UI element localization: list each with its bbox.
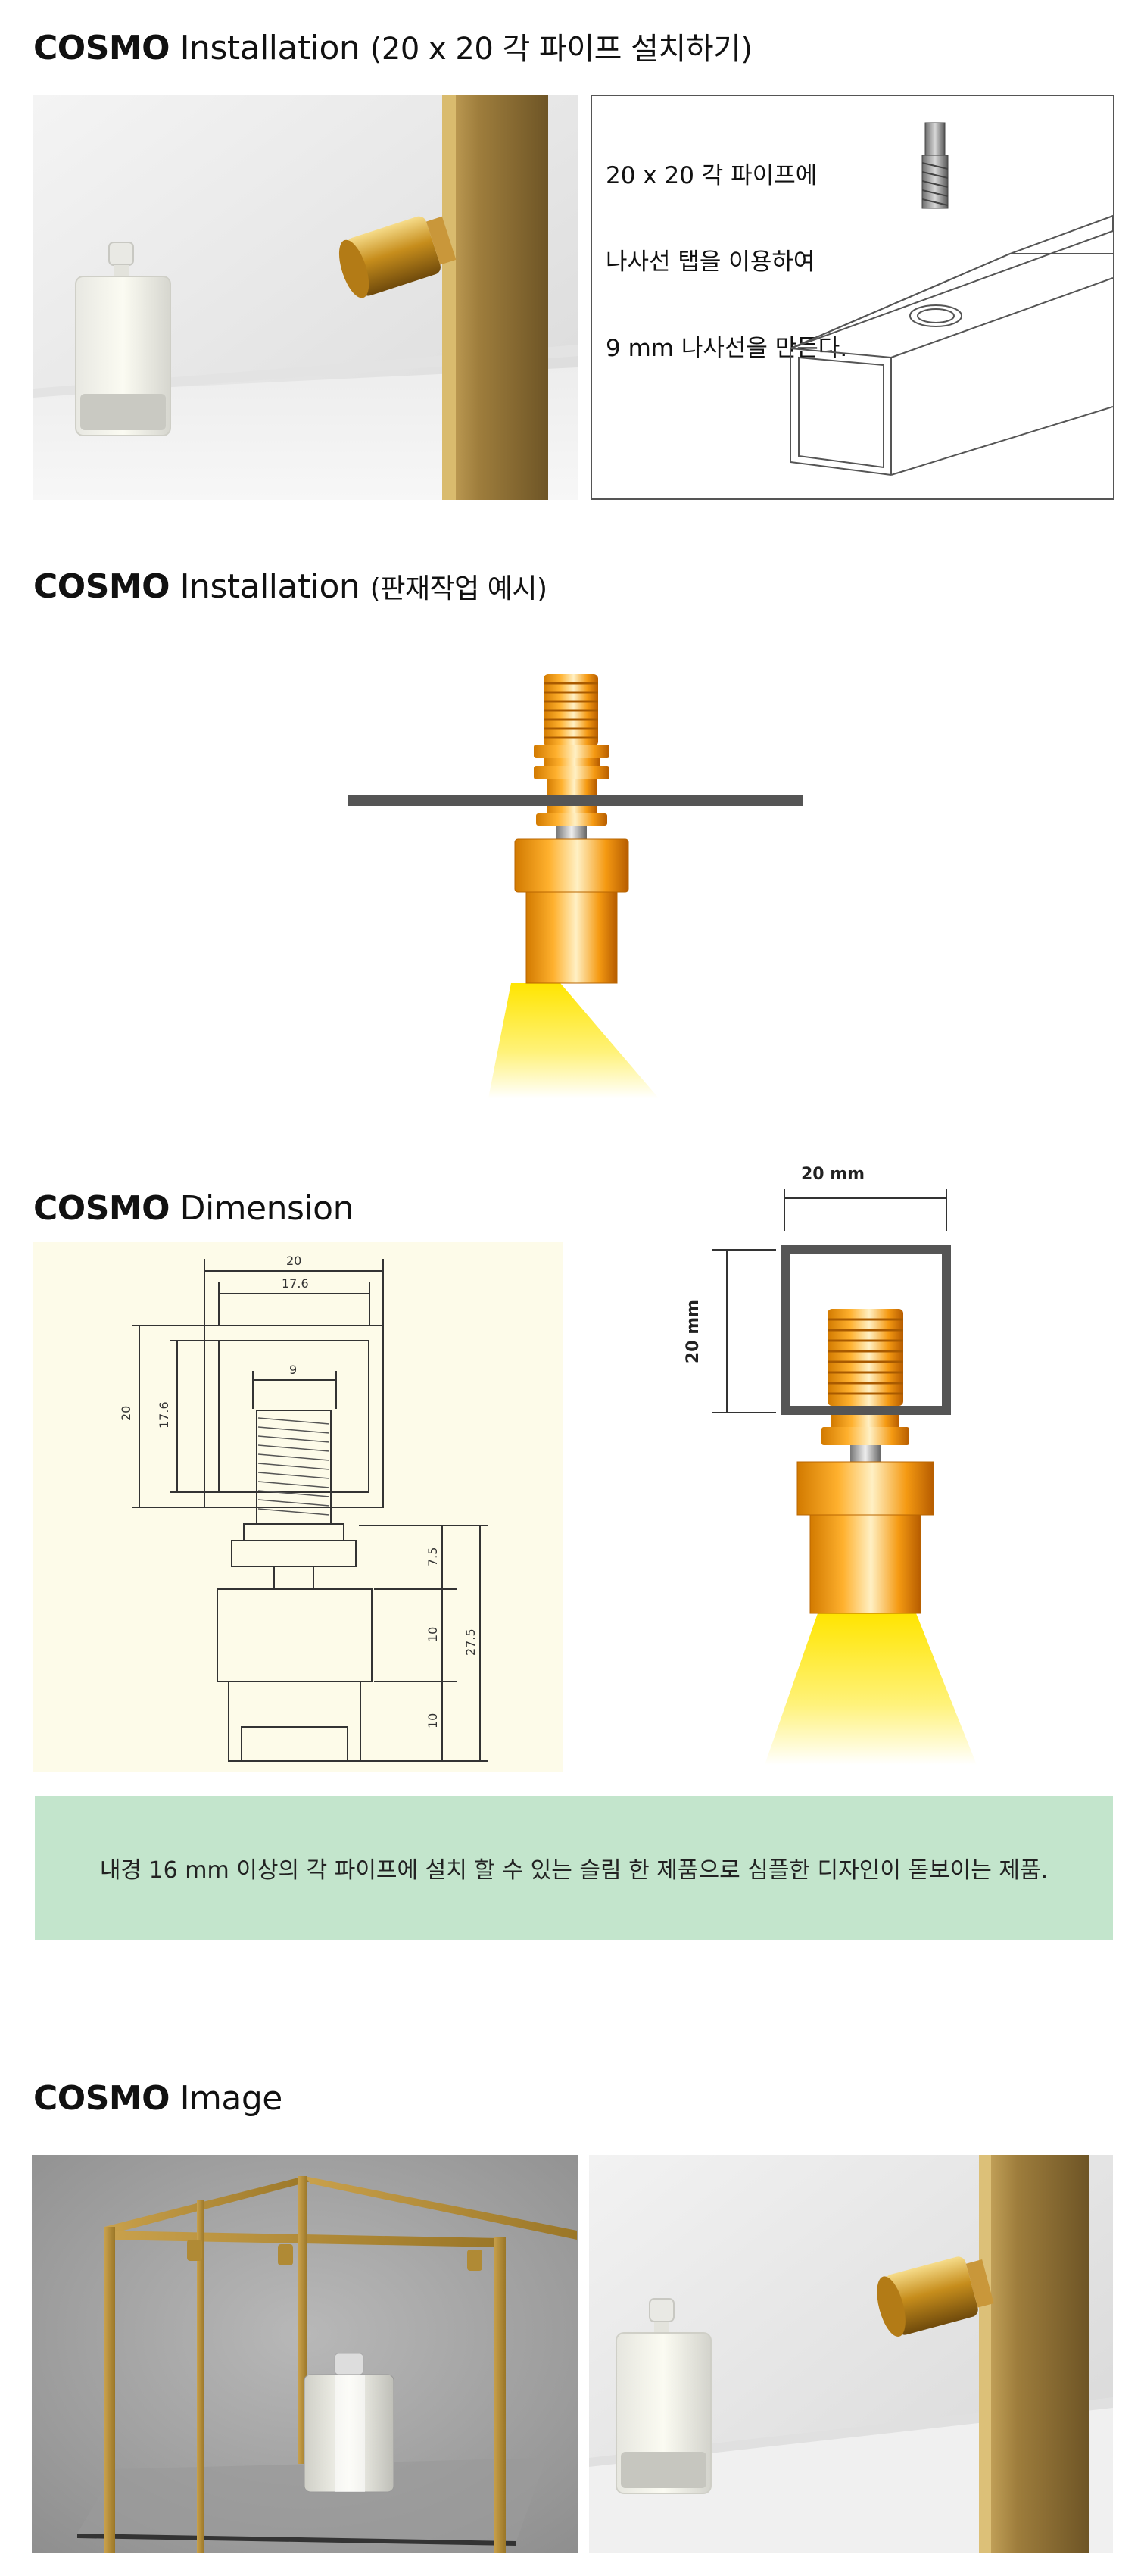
brand-name: COSMO bbox=[33, 567, 170, 606]
tap-note-line: 20 x 20 각 파이프에 bbox=[606, 162, 818, 189]
pipe-height-label: 20 mm bbox=[684, 1300, 703, 1363]
tap-note-line: 9 mm 나사선을 만든다. bbox=[606, 335, 848, 362]
brand-name: COSMO bbox=[33, 1189, 170, 1228]
section-heading-install-panel: COSMO Installation (판재작업 예시) bbox=[33, 567, 547, 606]
tap-note: 20 x 20 각 파이프에 나사선 탭을 이용하여 9 mm 나사선을 만든다… bbox=[606, 104, 847, 420]
description-banner: 내경 16 mm 이상의 각 파이프에 설치 할 수 있는 슬림 한 제품으로 … bbox=[35, 1796, 1113, 1940]
dim-inner-width: 17.6 bbox=[282, 1276, 309, 1291]
section-title: Image bbox=[179, 2079, 283, 2118]
pipe-fixture-illustration: 20 mm 20 mm bbox=[666, 1159, 999, 1772]
section-heading-dimension: COSMO Dimension bbox=[33, 1189, 354, 1228]
section-title: Installation bbox=[179, 29, 360, 67]
technical-drawing: 20 17.6 9 20 17.6 7.5 10 10 27.5 bbox=[33, 1242, 563, 1772]
section-title: Installation bbox=[179, 567, 360, 606]
dim-seg-c: 10 bbox=[425, 1713, 440, 1728]
dim-total: 27.5 bbox=[463, 1628, 478, 1656]
display-cube-render bbox=[32, 2155, 578, 2553]
tap-note-line: 나사선 탭을 이용하여 bbox=[606, 248, 815, 276]
section-heading-image: COSMO Image bbox=[33, 2079, 282, 2118]
pipe-width-label: 20 mm bbox=[801, 1165, 865, 1184]
tap-tool-icon bbox=[921, 122, 949, 209]
panel-install-illustration bbox=[341, 667, 810, 1098]
section-heading-install-tap: COSMO Installation (20 x 20 각 파이프 설치하기) bbox=[33, 24, 753, 68]
dim-thread: 9 bbox=[289, 1363, 297, 1377]
brand-name: COSMO bbox=[33, 2079, 170, 2118]
dim-outer-width: 20 bbox=[286, 1254, 301, 1268]
dim-seg-a: 7.5 bbox=[425, 1547, 440, 1566]
dim-seg-b: 10 bbox=[425, 1627, 440, 1642]
product-render-photo bbox=[33, 95, 578, 500]
brand-name: COSMO bbox=[33, 29, 170, 67]
dim-inner-height: 17.6 bbox=[157, 1401, 171, 1429]
section-subtitle: (판재작업 예시) bbox=[369, 573, 547, 604]
section-subtitle: (20 x 20 각 파이프 설치하기) bbox=[369, 32, 753, 67]
closeup-render bbox=[589, 2155, 1113, 2553]
banner-text: 내경 16 mm 이상의 각 파이프에 설치 할 수 있는 슬림 한 제품으로 … bbox=[99, 1857, 1049, 1884]
dim-outer-height: 20 bbox=[119, 1406, 133, 1421]
section-title: Dimension bbox=[179, 1189, 354, 1228]
tap-instruction-diagram: 20 x 20 각 파이프에 나사선 탭을 이용하여 9 mm 나사선을 만든다… bbox=[591, 95, 1114, 500]
